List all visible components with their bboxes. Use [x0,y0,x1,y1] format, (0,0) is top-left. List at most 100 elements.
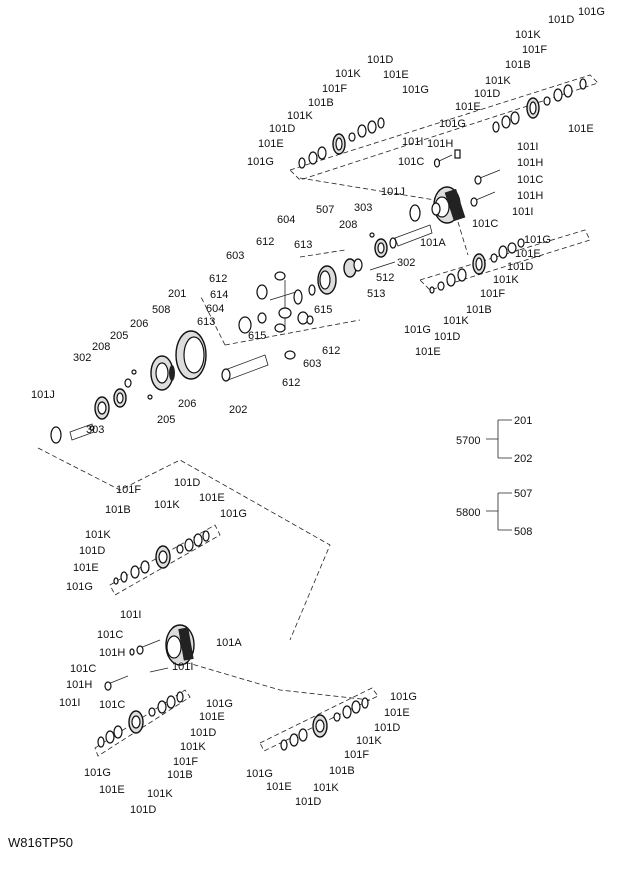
part-label: 101E [568,123,594,135]
part-label: 101F [522,44,547,56]
part-label: 101H [427,138,453,150]
assembly-code: 5700 [456,435,480,447]
part-label: 208 [339,219,357,231]
part-label: 101K [485,75,511,87]
part-label: 101D [434,331,460,343]
lower-carrier-group [37,447,379,757]
part-label: 101D [79,545,105,557]
part-label: 604 [277,214,295,226]
part-label: 101D [507,261,533,273]
part-label: 512 [376,272,394,284]
part-label: 101C [517,174,543,186]
part-label: 302 [73,352,91,364]
part-label: 101D [367,54,393,66]
part-label: 101I [517,141,538,153]
part-label: 206 [178,398,196,410]
part-label: 101B [308,97,334,109]
part-label: 101G [578,6,605,18]
part-label: 614 [210,289,228,301]
part-label: 612 [322,345,340,357]
part-label: 205 [157,414,175,426]
part-label: 101I [59,697,80,709]
part-label: 101E [199,492,225,504]
part-label: 101C [472,218,498,230]
part-label: 101E [266,781,292,793]
part-label: 101D [548,14,574,26]
part-label: 101D [190,727,216,739]
drawing-code: W816TP50 [8,835,74,850]
part-label: 613 [197,316,215,328]
part-label: 101B [105,504,131,516]
part-label: 101D [474,88,500,100]
part-label: 302 [397,257,415,269]
part-label: 101K [85,529,111,541]
part-label: 101E [415,346,441,358]
part-label: 201 [168,288,186,300]
part-label: 101K [313,782,339,794]
part-label: 101D [174,477,200,489]
part-label: 101G [84,767,111,779]
assembly-part: 201 [514,415,532,427]
part-label: 101H [66,679,92,691]
part-label: 101K [287,110,313,122]
part-label: 101K [493,274,519,286]
part-label: 101E [73,562,99,574]
assembly-brackets [486,419,512,531]
part-label: 101B [466,304,492,316]
part-label: 101E [383,69,409,81]
part-label: 101E [199,711,225,723]
assembly-code: 5800 [456,507,480,519]
part-label: 508 [152,304,170,316]
part-label: 101E [515,248,541,260]
part-label: 101G [206,698,233,710]
part-label: 101K [443,315,469,327]
part-label: 612 [209,273,227,285]
part-label: 612 [282,377,300,389]
part-label: 101F [173,756,198,768]
part-label: 615 [248,330,266,342]
part-label: 101K [335,68,361,80]
upper-carrier-group [289,74,599,294]
differential-group [50,249,396,444]
part-label: 101F [322,83,347,95]
part-label: 101I [402,136,423,148]
part-label: 205 [110,330,128,342]
part-label: 101A [216,637,242,649]
part-label: 101K [515,29,541,41]
part-label: 101G [524,234,551,246]
part-label: 603 [303,358,321,370]
part-label: 615 [314,304,332,316]
part-label: 101E [384,707,410,719]
part-label: 303 [354,202,372,214]
part-label: 101D [269,123,295,135]
part-label: 604 [206,303,224,315]
part-label: 101J [31,389,55,401]
part-label: 101H [517,157,543,169]
part-label: 101B [329,765,355,777]
part-label: 101J [381,186,405,198]
part-label: 513 [367,288,385,300]
part-label: 303 [86,424,104,436]
part-label: 101B [167,769,193,781]
part-label: 101H [99,647,125,659]
assembly-part: 508 [514,526,532,538]
part-label: 101G [247,156,274,168]
part-label: 101D [130,804,156,816]
part-label: 101C [70,663,96,675]
part-label: 101G [439,118,466,130]
part-label: 507 [316,204,334,216]
part-label: 101G [402,84,429,96]
part-label: 101K [180,741,206,753]
assembly-part: 507 [514,488,532,500]
part-label: 208 [92,341,110,353]
part-label: 101C [99,699,125,711]
part-label: 101E [455,101,481,113]
part-label: 101K [356,735,382,747]
part-label: 101A [420,237,446,249]
part-label: 613 [294,239,312,251]
part-label: 101F [344,749,369,761]
part-label: 101I [512,206,533,218]
part-label: 101F [480,288,505,300]
